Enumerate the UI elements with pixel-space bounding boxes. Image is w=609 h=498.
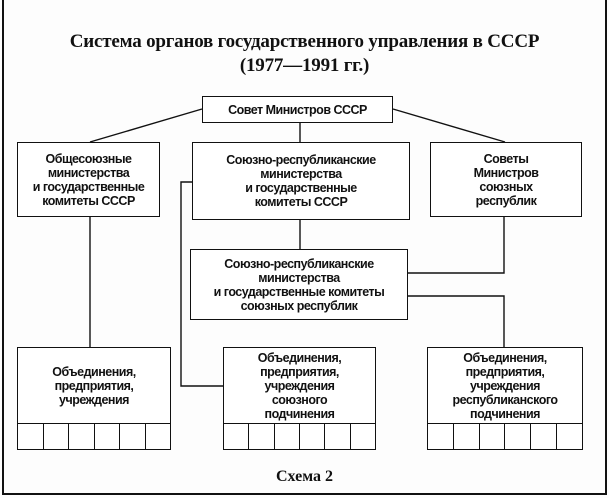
cell-row bbox=[18, 423, 170, 449]
node-all-union-ministries: Общесоюзные министерства и государственн… bbox=[17, 142, 160, 217]
node-enterprises-union: Объединения, предприятия, учреждения сою… bbox=[223, 347, 376, 450]
node-label: Объединения, предприятия, учреждения сою… bbox=[257, 350, 342, 421]
cell bbox=[351, 424, 375, 449]
node-union-republic-ministries-ussr: Союзно-республиканские министерства и го… bbox=[192, 142, 410, 220]
cell-row bbox=[428, 423, 582, 449]
node-label: Объединения, предприятия, учреждения bbox=[52, 364, 136, 407]
cell bbox=[480, 424, 506, 449]
cell bbox=[44, 424, 69, 449]
cell bbox=[454, 424, 480, 449]
node-label: Объединения, предприятия, учреждения рес… bbox=[452, 350, 558, 421]
cell bbox=[249, 424, 275, 449]
connector-ministries-republic-enterprises bbox=[408, 295, 505, 347]
connector-council-allunion bbox=[89, 108, 203, 143]
cell bbox=[224, 424, 250, 449]
connector-unionrep-enterprises bbox=[180, 181, 223, 387]
cell bbox=[557, 424, 582, 449]
cell bbox=[18, 424, 44, 449]
node-enterprises-republic: Объединения, предприятия, учреждения рес… bbox=[427, 347, 583, 450]
connector-council-republics bbox=[392, 108, 506, 143]
cell bbox=[300, 424, 326, 449]
node-republic-councils: Советы Министров союзных республик bbox=[430, 142, 582, 217]
cell bbox=[275, 424, 300, 449]
cell bbox=[146, 424, 171, 449]
diagram-caption: Схема 2 bbox=[275, 468, 334, 485]
cell bbox=[531, 424, 558, 449]
cell bbox=[428, 424, 454, 449]
node-enterprises-all-union: Объединения, предприятия, учреждения bbox=[17, 347, 171, 450]
node-union-republic-ministries-republics: Союзно-республиканские министерства и го… bbox=[190, 249, 408, 320]
node-council-of-ministers: Совет Министров СССР bbox=[202, 96, 393, 123]
diagram-title: Система органов государственного управле… bbox=[69, 31, 540, 52]
cell-row bbox=[224, 423, 375, 449]
cell bbox=[325, 424, 351, 449]
cell bbox=[120, 424, 146, 449]
diagram-subtitle: (1977—1991 гг.) bbox=[239, 55, 370, 76]
connector-republics-ministries bbox=[408, 217, 505, 274]
cell bbox=[95, 424, 120, 449]
cell bbox=[69, 424, 95, 449]
cell bbox=[505, 424, 532, 449]
